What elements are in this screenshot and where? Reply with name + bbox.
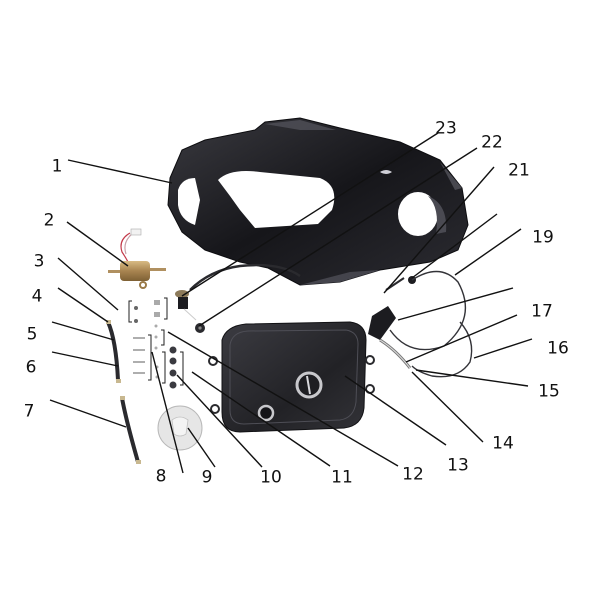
callout-label-14: 14 <box>492 433 514 454</box>
leader-line-16 <box>473 338 533 359</box>
leader-line-5 <box>51 321 115 341</box>
leader-line-4 <box>57 287 109 323</box>
leader-line-7 <box>49 399 127 428</box>
callout-label-4: 4 <box>31 286 43 307</box>
callout-label-10: 10 <box>260 467 282 488</box>
callout-label-5: 5 <box>26 324 38 345</box>
callout-label-15: 15 <box>538 381 560 402</box>
leader-line-3 <box>57 257 119 311</box>
callout-label-6: 6 <box>25 357 37 378</box>
fuel-hoses <box>106 320 141 464</box>
leader-line-23 <box>181 132 439 297</box>
leader-line-22 <box>198 147 478 327</box>
fuel-level-sensor <box>368 270 473 378</box>
leader-line-2 <box>66 221 129 267</box>
callout-label-19: 19 <box>532 227 554 248</box>
leader-line-10 <box>176 374 263 468</box>
callout-label-12: 12 <box>402 464 424 485</box>
callout-label-22: 22 <box>481 132 503 153</box>
leader-line-20 <box>411 213 498 279</box>
leader-line-9 <box>187 427 216 468</box>
callout-label-11: 11 <box>331 467 353 488</box>
callout-label-16: 16 <box>547 338 569 359</box>
body-cover <box>167 117 469 286</box>
hardware-cluster <box>128 297 184 389</box>
callout-label-21: 21 <box>508 160 530 181</box>
leader-line-21 <box>383 166 495 294</box>
callout-label-8: 8 <box>155 466 167 487</box>
leader-line-8 <box>151 351 184 474</box>
callout-label-2: 2 <box>43 210 55 231</box>
fuel-tank <box>208 321 375 433</box>
leader-line-18 <box>397 287 514 321</box>
callout-label-1: 1 <box>51 156 63 177</box>
callout-label-13: 13 <box>447 455 469 476</box>
leader-line-14 <box>411 371 484 443</box>
callout-label-3: 3 <box>33 251 45 272</box>
leader-line-6 <box>51 351 119 367</box>
leader-line-11 <box>191 371 331 467</box>
leader-line-1 <box>67 159 173 184</box>
leader-line-19 <box>454 228 522 276</box>
leader-line-13 <box>344 375 447 446</box>
tank-cap-gasket <box>157 405 203 451</box>
callout-label-9: 9 <box>201 467 213 488</box>
leader-line-12 <box>167 331 399 467</box>
callout-label-17: 17 <box>531 301 553 322</box>
leader-lines <box>49 132 533 474</box>
leader-line-15 <box>415 369 529 387</box>
leader-line-17 <box>405 314 518 363</box>
callout-label-23: 23 <box>435 118 457 139</box>
callout-label-7: 7 <box>23 401 35 422</box>
